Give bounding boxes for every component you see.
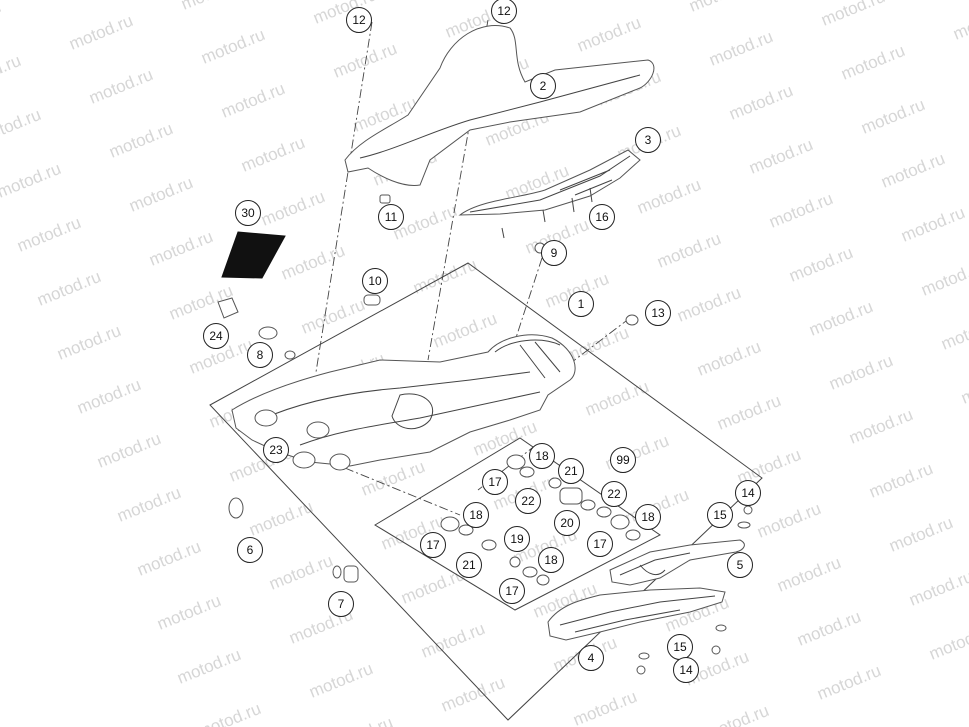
part-30-decal [221, 231, 286, 279]
callout-part-6[interactable]: 6 [237, 537, 263, 563]
callout-part-24[interactable]: 24 [203, 323, 229, 349]
callout-part-22[interactable]: 22 [601, 481, 627, 507]
callout-part-17[interactable]: 17 [482, 469, 508, 495]
callout-part-2[interactable]: 2 [530, 73, 556, 99]
callout-part-4[interactable]: 4 [578, 645, 604, 671]
main-assembly-frame [209, 262, 763, 721]
callout-part-17[interactable]: 17 [499, 578, 525, 604]
part-5-bracket [609, 539, 745, 586]
callout-part-12[interactable]: 12 [491, 0, 517, 24]
callout-part-11[interactable]: 11 [378, 204, 404, 230]
callout-part-20[interactable]: 20 [554, 510, 580, 536]
part-4-chain-slider [547, 587, 726, 641]
part-7-bushes [332, 565, 359, 583]
callout-part-15[interactable]: 15 [707, 502, 733, 528]
callout-part-19[interactable]: 19 [504, 526, 530, 552]
callout-part-99[interactable]: 99 [610, 447, 636, 473]
part-23-bearing-caps [292, 451, 351, 471]
callout-part-17[interactable]: 17 [587, 531, 613, 557]
callout-part-16[interactable]: 16 [589, 204, 615, 230]
callout-part-5[interactable]: 5 [727, 552, 753, 578]
bearing-kit-parts [440, 454, 641, 586]
callout-part-3[interactable]: 3 [635, 127, 661, 153]
callout-part-18[interactable]: 18 [538, 547, 564, 573]
part-1-swingarm [231, 334, 576, 467]
callout-part-21[interactable]: 21 [558, 458, 584, 484]
part-16-screws [501, 187, 593, 239]
callout-part-23[interactable]: 23 [263, 437, 289, 463]
callout-part-12[interactable]: 12 [346, 7, 372, 33]
callout-part-17[interactable]: 17 [420, 532, 446, 558]
bearing-kit-frame [374, 437, 661, 611]
callout-part-15[interactable]: 15 [667, 634, 693, 660]
callout-part-14[interactable]: 14 [735, 480, 761, 506]
callout-part-22[interactable]: 22 [515, 488, 541, 514]
callout-part-13[interactable]: 13 [645, 300, 671, 326]
callout-part-10[interactable]: 10 [362, 268, 388, 294]
callout-part-30[interactable]: 30 [235, 200, 261, 226]
callout-part-21[interactable]: 21 [456, 552, 482, 578]
callout-part-18[interactable]: 18 [635, 504, 661, 530]
part-3-chain-guide [458, 149, 641, 216]
callout-part-1[interactable]: 1 [568, 291, 594, 317]
part-2-upper-cover [344, 25, 655, 186]
callout-part-18[interactable]: 18 [529, 443, 555, 469]
callout-part-8[interactable]: 8 [247, 342, 273, 368]
callout-part-14[interactable]: 14 [673, 657, 699, 683]
callout-part-9[interactable]: 9 [541, 240, 567, 266]
callout-part-18[interactable]: 18 [463, 502, 489, 528]
small-parts [217, 194, 753, 675]
callout-part-7[interactable]: 7 [328, 591, 354, 617]
